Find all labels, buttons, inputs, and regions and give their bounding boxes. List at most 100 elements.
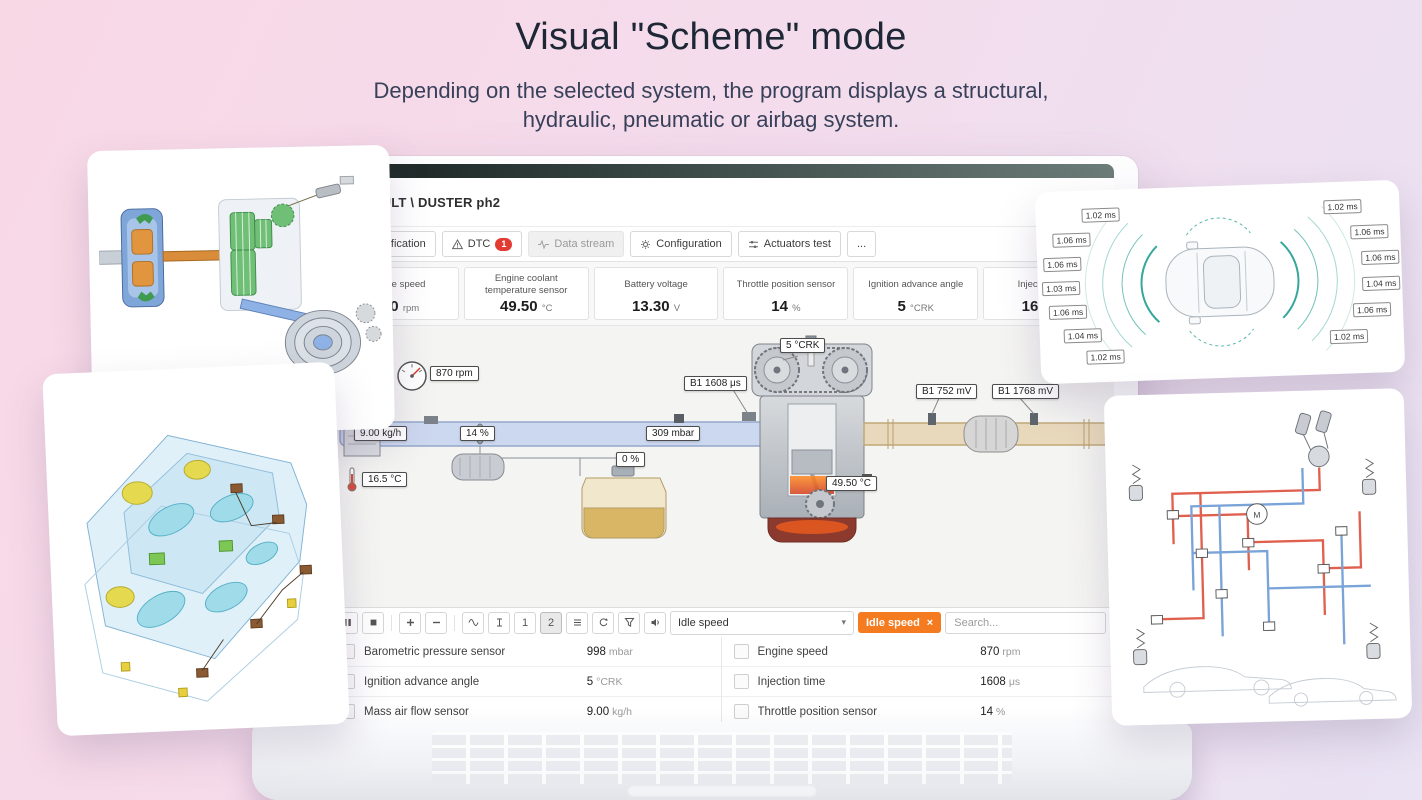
mirror	[1186, 241, 1199, 250]
scheme-label-coolant-temp: 49.50 °C	[826, 476, 878, 491]
car-top-view	[1165, 241, 1275, 325]
app-window-top-edge	[328, 164, 1114, 178]
input-shaft	[98, 250, 125, 265]
valve-blocks	[1150, 509, 1348, 632]
search-input[interactable]	[945, 611, 1106, 634]
sound-button[interactable]	[644, 611, 666, 634]
touchpad	[627, 785, 817, 797]
pulse-icon	[538, 239, 550, 249]
i-beam-icon	[496, 618, 502, 627]
refresh-icon	[599, 618, 608, 627]
sensor-card-ignition-advance[interactable]: Ignition advance angle 5 °CRK	[853, 267, 979, 320]
airbag-scheme-drawing	[84, 434, 313, 702]
reservoir-fluid	[583, 507, 665, 539]
sensor-time-label: 1.04 ms	[1063, 328, 1103, 344]
sliders-icon	[748, 240, 758, 248]
row-checkbox[interactable]	[733, 704, 749, 719]
sensor-card-battery-voltage[interactable]: Battery voltage 13.30 V	[593, 267, 719, 320]
scheme-label-intake-temp: 16.5 °C	[362, 472, 408, 487]
small-gear	[365, 325, 382, 342]
parking-sensors-scheme-card: 1.02 ms 1.06 ms 1.06 ms 1.03 ms 1.06 ms …	[1034, 179, 1406, 385]
plus-icon	[406, 619, 414, 626]
tab-data-stream[interactable]: Data stream	[528, 231, 625, 257]
refresh-button[interactable]	[592, 611, 614, 634]
gear-icon	[641, 239, 651, 249]
rotation-arrow	[137, 291, 155, 302]
scheme-label-o2-downstream: B1 1768 mV	[992, 384, 1060, 399]
tab-configuration[interactable]: Configuration	[630, 231, 732, 257]
headrest	[105, 586, 135, 608]
sensor-time-label: 1.06 ms	[1043, 256, 1082, 273]
zoom-in-button[interactable]	[399, 611, 421, 634]
zoom-out-button[interactable]	[425, 611, 447, 634]
remove-filter-icon[interactable]: ×	[926, 616, 934, 629]
page-subtitle-line2: hydraulic, pneumatic or airbag system.	[522, 107, 900, 133]
page-subtitle: Depending on the selected system, the pr…	[0, 76, 1422, 134]
cvt-pulley	[284, 309, 362, 375]
chevron-down-icon: ▾	[841, 617, 846, 627]
sensor-time-label: 1.02 ms	[1081, 207, 1121, 223]
engine-block	[742, 335, 873, 543]
page-subtitle-line1: Depending on the selected system, the pr…	[373, 78, 1049, 103]
filter-button[interactable]	[618, 611, 640, 634]
sensor-card-coolant-temp[interactable]: Engine coolant temperature sensor 49.50 …	[463, 267, 589, 320]
tab-more[interactable]: ...	[847, 231, 877, 257]
fuel-injector	[742, 412, 756, 421]
catalytic-converter	[963, 415, 1019, 453]
page-2-button[interactable]: 2	[540, 611, 562, 634]
speaker-icon	[651, 618, 659, 627]
map-sensor	[674, 414, 684, 423]
combustion-glow	[790, 476, 834, 494]
interval-button[interactable]	[488, 611, 510, 634]
hydraulic-lines-blue	[1190, 467, 1371, 645]
table-row[interactable]: Throttle position sensor 14%	[722, 697, 1115, 722]
pedal-assembly	[1294, 410, 1332, 468]
list-view-button[interactable]	[566, 611, 588, 634]
sensor-card-throttle-position[interactable]: Throttle position sensor 14 %	[723, 267, 849, 320]
laptop-screen: RENAULT \ DUSTER ph2 ✓ 13. Identificatio…	[320, 156, 1138, 730]
scheme-label-pressure: 309 mbar	[646, 426, 701, 441]
sensor-time-label: 1.02 ms	[1329, 328, 1369, 345]
engine-scheme-view: 870 rpm 9.00 kg/h 14 % 309 mbar B1 1608 …	[328, 326, 1114, 607]
impact-sensors	[196, 483, 313, 678]
sensor-time-label: 1.06 ms	[1350, 224, 1389, 240]
car-silhouettes	[1143, 666, 1397, 707]
scheme-label-o2-upstream: B1 752 mV	[916, 384, 978, 399]
tab-actuators-test[interactable]: Actuators test	[737, 231, 841, 257]
row-checkbox[interactable]	[733, 644, 749, 659]
small-gear	[270, 203, 295, 228]
sensor-time-label: 1.06 ms	[1052, 232, 1091, 248]
rotation-arrow	[136, 214, 153, 225]
oxygen-sensor-upstream	[928, 413, 936, 425]
sensor-time-label: 1.02 ms	[1086, 349, 1126, 365]
scheme-label-throttle: 14 %	[460, 426, 495, 441]
sonar-waves-corners	[1185, 217, 1255, 347]
table-row[interactable]: Ignition advance angle 5°CRK	[328, 667, 721, 697]
stop-button[interactable]	[362, 611, 384, 634]
scheme-label-engine-speed: 870 rpm	[430, 366, 479, 381]
scheme-label-ignition-advance: 5 °CRK	[780, 338, 826, 353]
tab-dtc[interactable]: DTC 1	[441, 231, 523, 257]
thermometer-icon	[347, 467, 357, 492]
hydraulic-lines-red	[1156, 467, 1363, 621]
airbag-scheme-card	[42, 361, 350, 737]
scheme-label-injection-time: B1 1608 μs	[684, 376, 747, 391]
airbags	[136, 493, 279, 628]
toolbar-separator	[454, 614, 455, 631]
wave-mode-button[interactable]	[462, 611, 484, 634]
control-unit	[148, 552, 166, 566]
page-1-button[interactable]: 1	[514, 611, 536, 634]
group-select[interactable]: Idle speed ▾	[670, 610, 854, 635]
stop-icon	[370, 619, 376, 626]
row-checkbox[interactable]	[733, 674, 749, 689]
hydraulic-scheme-card: M	[1103, 388, 1413, 726]
leader-lines	[630, 355, 1035, 461]
active-filter-tag[interactable]: Idle speed ×	[858, 612, 942, 633]
motor-label: M	[1253, 510, 1260, 520]
